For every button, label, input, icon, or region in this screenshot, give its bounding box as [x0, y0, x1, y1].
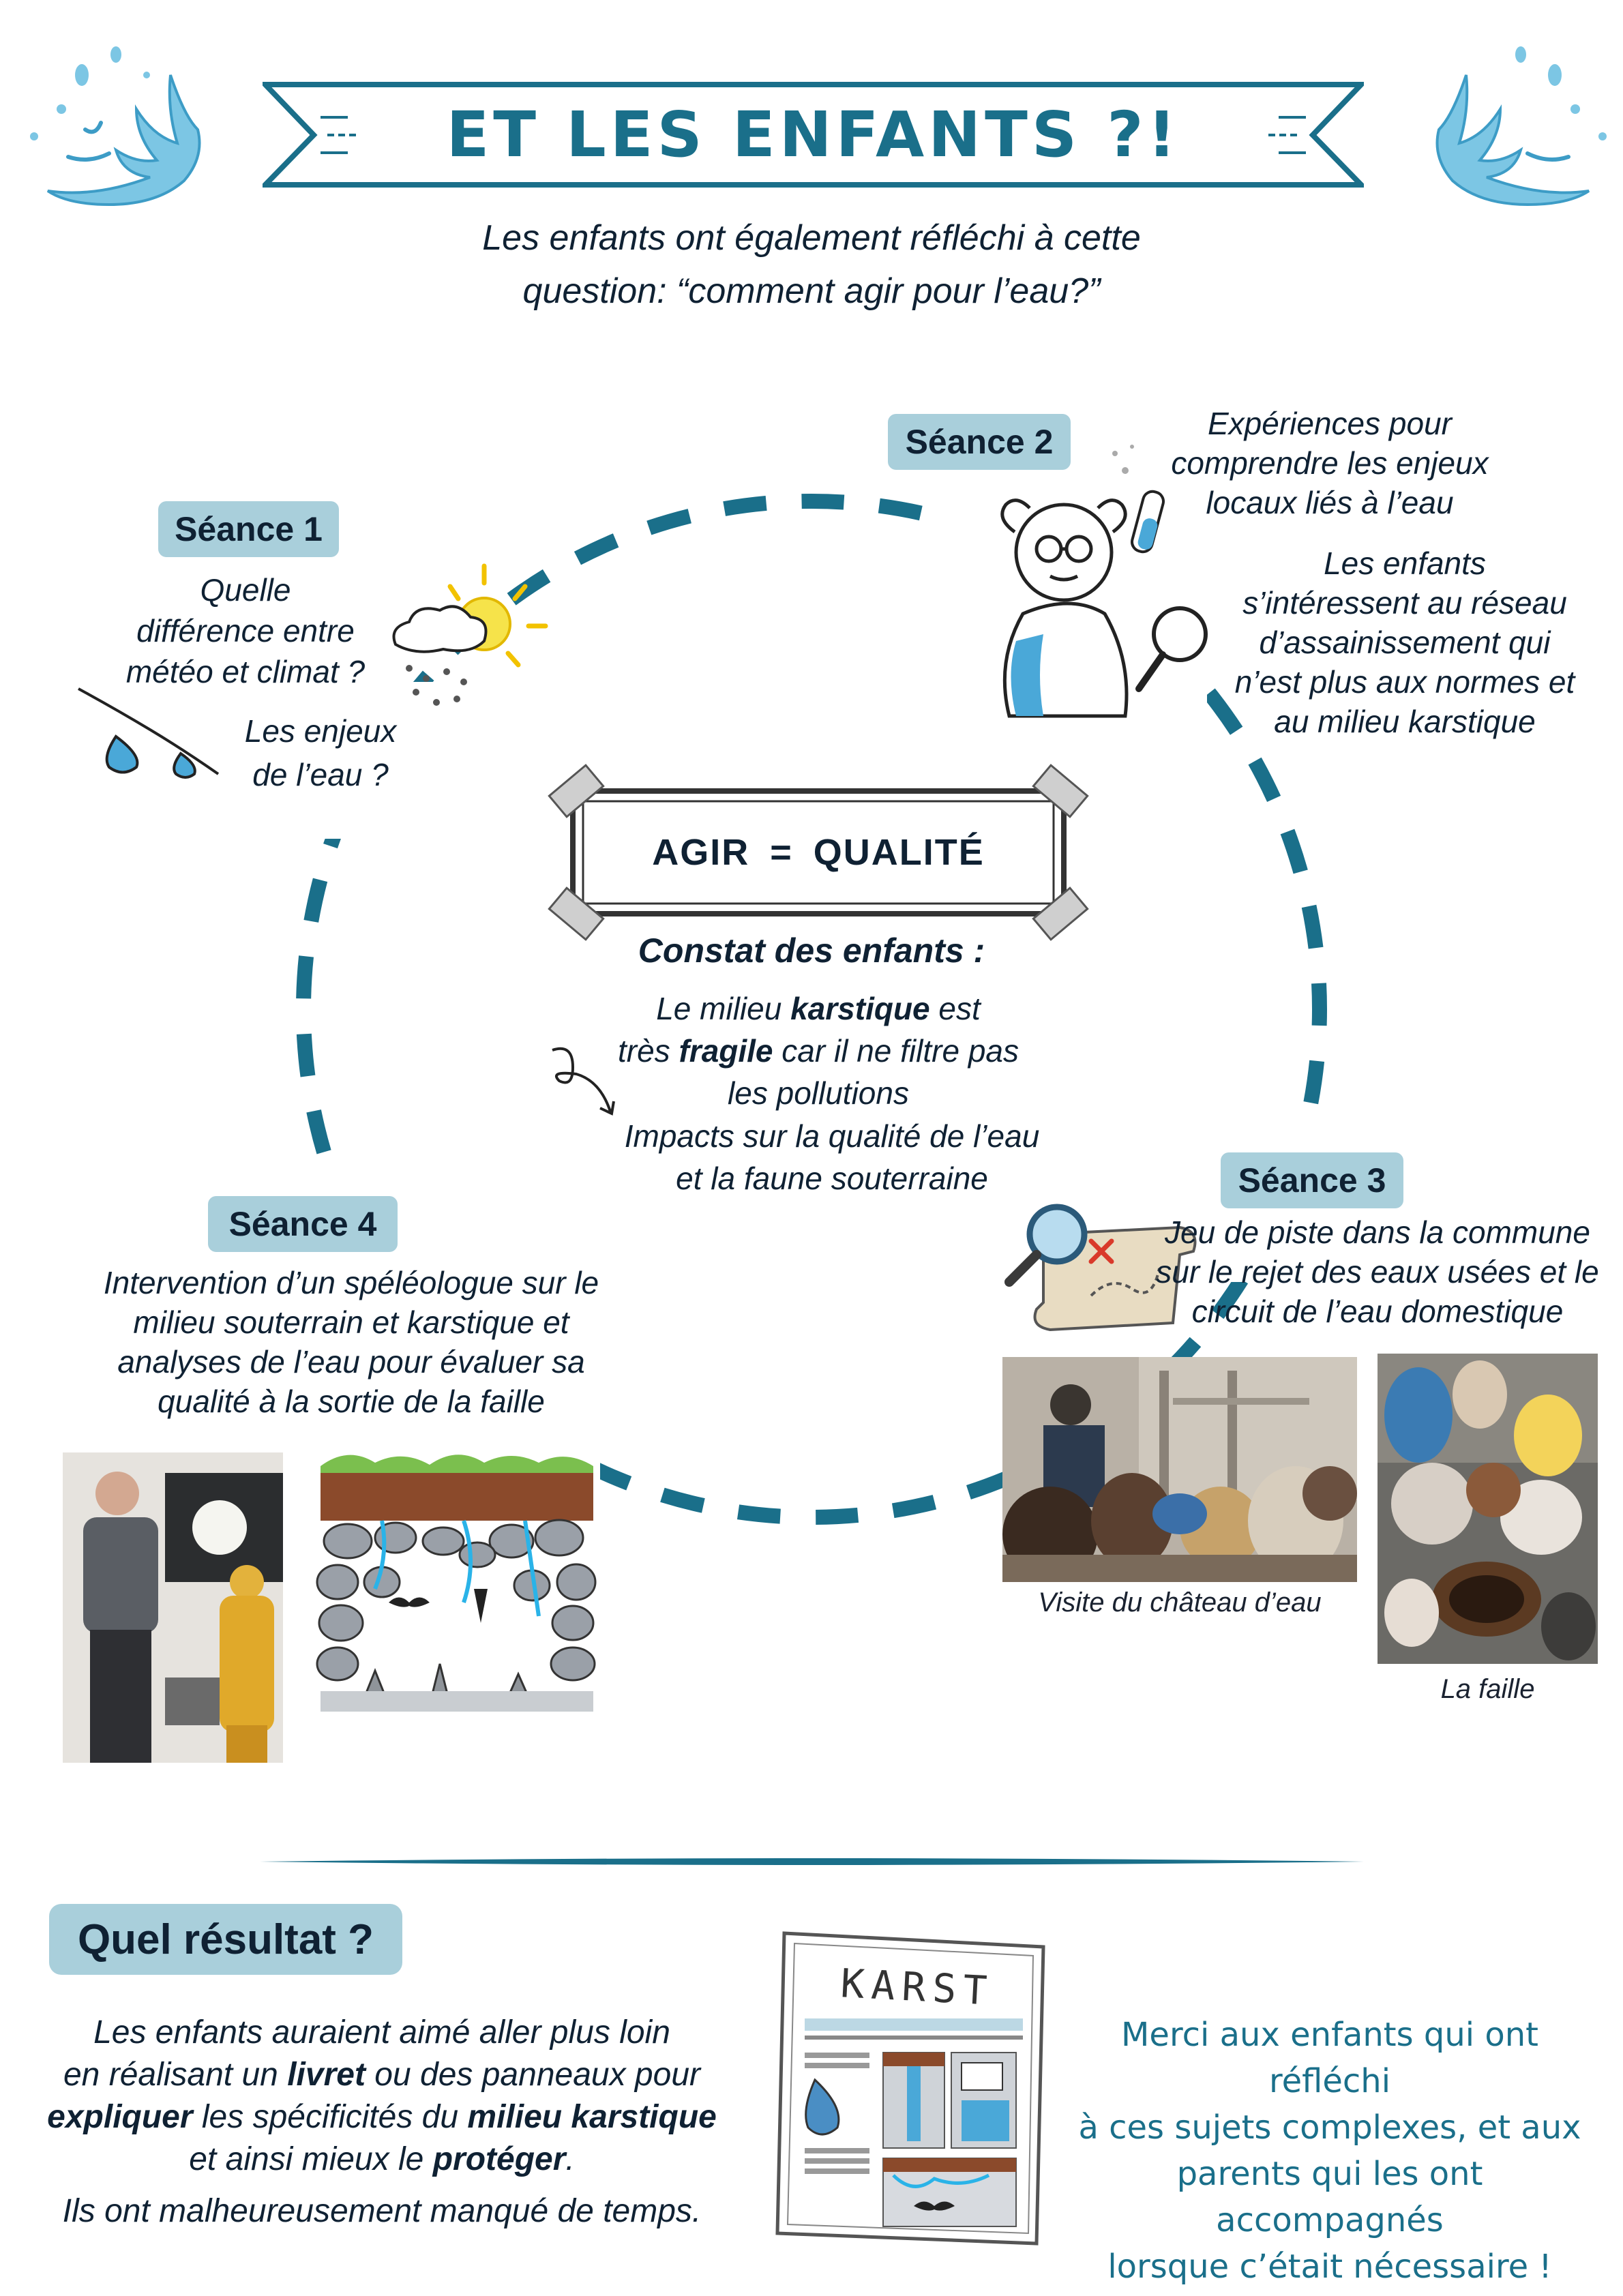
text-line: Les enjeux [244, 713, 397, 749]
text-line: météo et climat ? [125, 654, 366, 689]
constat-title: Constat des enfants : [638, 931, 985, 970]
photo-water-tower-visit [1002, 1357, 1357, 1582]
treasure-map-icon [1004, 1204, 1197, 1332]
karst-cave-drawing [307, 1446, 600, 1715]
text-span: ou des panneaux pour [365, 2057, 700, 2093]
karst-booklet-drawing: KARST [764, 1923, 1064, 2250]
text-span: Le milieu [656, 991, 791, 1026]
text-line: qualité à la sortie de la faille [158, 1384, 545, 1419]
result-text: Les enfants auraient aimé aller plus loi… [27, 2012, 736, 2233]
session-2-tag: Séance 2 [888, 414, 1071, 470]
text-line: et ainsi mieux le protéger. [27, 2138, 736, 2181]
water-drops-icon [78, 687, 220, 779]
session-1-question: Quelle différence entre météo et climat … [102, 569, 389, 692]
scientist-child-icon [1000, 445, 1208, 718]
booklet-illustration [775, 1931, 1045, 2246]
equation-left: AGIR [652, 832, 750, 873]
text-line: Les enfants auraient aimé aller plus loi… [93, 2014, 670, 2051]
text-line: analyses de l’eau pour évaluer sa [117, 1344, 585, 1380]
equation-right: QUALITÉ [813, 832, 985, 873]
text-line: parents qui les ont accompagnés [1176, 2155, 1483, 2239]
result-tag: Quel résultat ? [49, 1904, 402, 1975]
text-line: Les enfants [1324, 546, 1486, 581]
caption-la-faille: La faille [1440, 1674, 1535, 1704]
text-span: en réalisant un [63, 2057, 288, 2093]
session-3-tag: Séance 3 [1221, 1152, 1403, 1208]
water-splash-right-icon [1435, 46, 1607, 207]
text-line: et la faune souterraine [676, 1161, 988, 1196]
session-2-text-1: Expériences pour comprendre les enjeux l… [1125, 404, 1534, 522]
photo-la-faille [1378, 1354, 1598, 1664]
text-line: en réalisant un livret ou des panneaux p… [27, 2054, 736, 2096]
text-line: lorsque c’était nécessaire ! [1107, 2248, 1552, 2286]
text-line: de l’eau ? [252, 757, 389, 792]
text-line: Le milieu karstique est [559, 987, 1077, 1030]
text-line: Intervention d’un spéléologue sur le [103, 1265, 599, 1300]
caption-water-tower: Visite du château d’eau [1038, 1587, 1322, 1617]
text-line: Impacts sur la qualité de l’eau [624, 1118, 1040, 1154]
section-divider [259, 1858, 1364, 1865]
page-title: ET LES ENFANTS ?! [446, 98, 1180, 171]
session-2-text-2: Les enfants s’intéressent au réseau d’as… [1200, 543, 1609, 741]
constat-text: Le milieu karstique est très fragile car… [559, 987, 1077, 1114]
photo-la-faille-image [1378, 1354, 1598, 1664]
constat-impact: Impacts sur la qualité de l’eau et la fa… [600, 1115, 1064, 1199]
text-line: Merci aux enfants qui ont réfléchi [1121, 2016, 1538, 2100]
text-line: d’assainissement qui [1259, 625, 1551, 660]
text-span: car il ne filtre pas [773, 1033, 1019, 1069]
session-1-tag: Séance 1 [158, 501, 339, 557]
text-bold: milieu karstique [467, 2099, 717, 2135]
text-span: est [929, 991, 981, 1026]
text-span: très [618, 1033, 679, 1069]
text-line: très fragile car il ne filtre pas [559, 1030, 1077, 1072]
session-4-text: Intervention d’un spéléologue sur le mil… [75, 1263, 627, 1421]
sun-cloud-rain-icon [392, 563, 548, 706]
text-line: sur le rejet des eaux usées et le [1156, 1254, 1599, 1289]
text-line: n’est plus aux normes et [1234, 664, 1575, 700]
text-line: différence entre [136, 613, 355, 648]
subtitle-line: Les enfants ont également réfléchi à cet… [482, 218, 1141, 258]
photo-speleologist-image [63, 1452, 283, 1763]
title-banner: ET LES ENFANTS ?! [263, 82, 1364, 188]
curly-arrow-icon [552, 1047, 615, 1116]
text-line: Jeu de piste dans la commune [1165, 1214, 1590, 1250]
photo-speleologist [63, 1452, 283, 1763]
subtitle: Les enfants ont également réfléchi à cet… [273, 211, 1350, 318]
text-span: et ainsi mieux le [189, 2141, 433, 2177]
thanks-text: Merci aux enfants qui ont réfléchi à ces… [1064, 2012, 1596, 2290]
text-line: expliquer les spécificités du milieu kar… [27, 2096, 736, 2138]
water-splash-left-icon [30, 46, 201, 207]
session-4-tag: Séance 4 [208, 1196, 398, 1252]
text-bold: fragile [679, 1033, 773, 1069]
text-line: au milieu karstique [1274, 704, 1536, 739]
equation-frame [548, 764, 1089, 941]
equation-sign: = [770, 832, 793, 873]
text-span: les spécificités du [192, 2099, 468, 2135]
session-3-text: Jeu de piste dans la commune sur le reje… [1146, 1212, 1609, 1331]
text-line: Quelle [200, 572, 291, 608]
text-bold: karstique [790, 991, 930, 1026]
subtitle-line: question: “comment agir pour l’eau?” [522, 271, 1101, 311]
text-bold: protéger [432, 2141, 566, 2177]
session-1-question-2: Les enjeux de l’eau ? [225, 709, 416, 796]
equation: AGIR = QUALITÉ [586, 822, 1050, 883]
text-line: s’intéressent au réseau [1242, 585, 1567, 621]
text-line: comprendre les enjeux [1171, 445, 1489, 481]
text-line: Ils ont malheureusement manqué de temps. [62, 2193, 702, 2229]
karst-cave-drawing-image [307, 1446, 600, 1715]
text-line: Expériences pour [1208, 406, 1452, 441]
text-line: locaux liés à l’eau [1206, 485, 1454, 520]
photo-water-tower-visit-image [1002, 1357, 1357, 1582]
ribbon-shape [263, 82, 1364, 188]
text-bold: livret [287, 2057, 366, 2093]
booklet-title: KARST [839, 1960, 995, 2014]
text-line: circuit de l’eau domestique [1191, 1294, 1564, 1329]
text-line: milieu souterrain et karstique et [133, 1304, 569, 1340]
text-line: les pollutions [728, 1075, 909, 1111]
text-bold: expliquer [47, 2099, 193, 2135]
text-span: . [565, 2141, 575, 2177]
text-line: à ces sujets complexes, et aux [1078, 2108, 1581, 2147]
